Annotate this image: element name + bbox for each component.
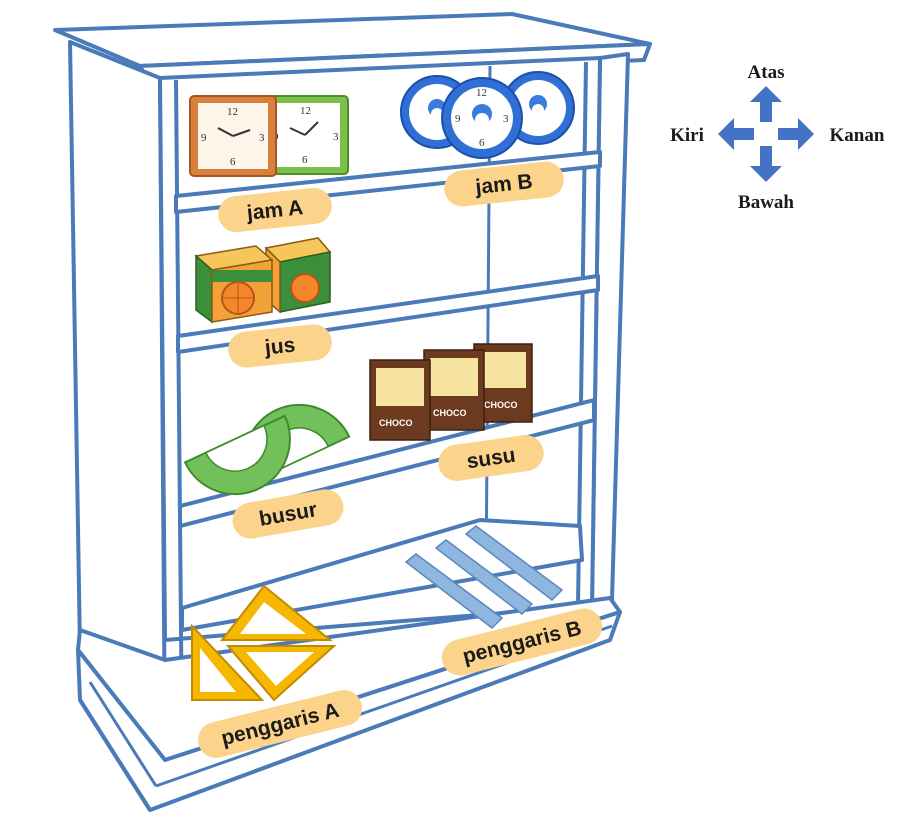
clock-a-group: 12 3 6 9 12 3 6 9	[189, 95, 349, 177]
label-jus-text: jus	[263, 333, 297, 359]
milk-box-group: CHOCO CHOCO CHOCO	[369, 343, 533, 441]
clock-b-group: 12 3 6 9	[400, 71, 575, 159]
direction-down-label: Bawah	[738, 192, 794, 213]
triangle-ruler-group	[191, 584, 337, 702]
protractor-icon	[183, 414, 291, 496]
ruler-icon	[434, 539, 534, 615]
svg-text:3: 3	[503, 113, 509, 125]
arrow-up-icon	[750, 86, 782, 122]
juice-box-icon	[194, 245, 274, 324]
svg-text:12: 12	[476, 87, 487, 99]
ruler-icon	[404, 553, 504, 629]
protractor-group	[183, 403, 351, 496]
shelf-board-3	[178, 398, 596, 528]
svg-text:3: 3	[333, 131, 339, 143]
arrow-down-icon	[750, 146, 782, 182]
direction-up-label: Atas	[748, 62, 785, 83]
triangle-ruler-icon	[191, 623, 265, 701]
juice-box-icon	[264, 237, 332, 314]
label-susu: susu	[438, 435, 544, 481]
direction-right-label: Kanan	[830, 125, 885, 146]
ruler-icon	[464, 525, 564, 601]
label-jus: jus	[228, 324, 332, 368]
ruler-group	[404, 525, 564, 629]
milk-box-icon: CHOCO	[369, 359, 431, 441]
svg-text:6: 6	[230, 156, 236, 168]
milk-box-icon: CHOCO	[423, 349, 485, 431]
triangle-ruler-icon	[219, 584, 333, 641]
labels: jam A jam B jus susu busur penggaris B p…	[197, 161, 603, 758]
arrow-right-icon	[778, 118, 814, 150]
svg-text:9: 9	[455, 113, 461, 125]
milk-box-text: CHOCO	[433, 408, 467, 418]
clock-a-orange-icon: 12 3 6 9	[189, 95, 277, 177]
milk-box-text: CHOCO	[379, 418, 413, 428]
svg-text:12: 12	[227, 106, 238, 118]
label-jam-a: jam A	[218, 187, 332, 233]
svg-text:12: 12	[300, 105, 311, 117]
label-busur: busur	[232, 489, 344, 539]
direction-compass: Atas Bawah Kiri Kanan	[670, 62, 885, 213]
svg-text:3: 3	[259, 132, 265, 144]
label-jam-b: jam B	[444, 161, 564, 207]
svg-text:6: 6	[302, 154, 308, 166]
juice-box-group	[194, 237, 332, 324]
svg-text:6: 6	[479, 137, 485, 149]
clock-a-green-icon: 12 3 6 9	[261, 95, 349, 175]
clock-b-icon: 12 3 6 9	[441, 77, 523, 159]
triangle-ruler-icon	[225, 645, 337, 702]
arrow-left-icon	[718, 118, 754, 150]
svg-text:9: 9	[201, 132, 207, 144]
milk-box-text: CHOCO	[484, 400, 518, 410]
direction-left-label: Kiri	[670, 125, 704, 146]
